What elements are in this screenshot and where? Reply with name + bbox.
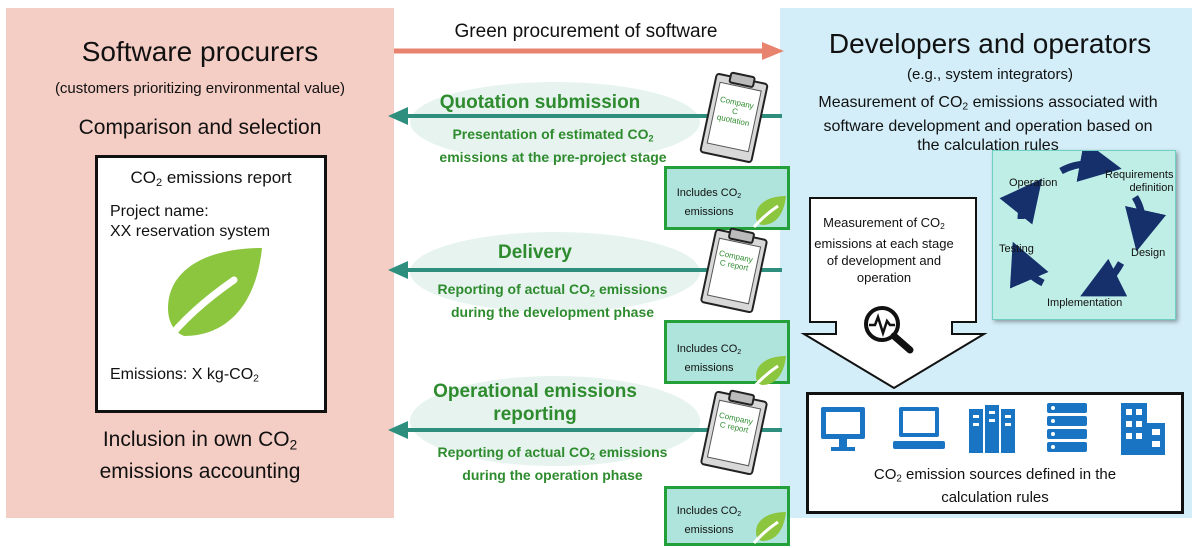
cycle-operation: Operation	[1009, 177, 1058, 189]
callout-text: Measurement of CO2 emissions at each sta…	[814, 215, 954, 286]
leaf-icon	[752, 356, 786, 388]
quotation-subtitle: Presentation of estimated CO2 emissions …	[439, 126, 667, 166]
report-title: CO2 emissions report	[130, 168, 292, 189]
building-icon	[1121, 403, 1165, 455]
quotation-title: Quotation submission	[439, 92, 641, 113]
laptop-icon	[893, 407, 945, 449]
procurers-subtitle: (customers prioritizing environmental va…	[54, 80, 346, 97]
project-value: XX reservation system	[110, 223, 271, 240]
delivery-subtitle: Reporting of actual CO2 emissions during…	[437, 281, 668, 321]
measurement-description: Measurement of CO2 emissions associated …	[818, 94, 1158, 154]
procurement-arrow	[394, 42, 784, 60]
server-racks-icon	[969, 405, 1015, 453]
procurement-label: Green procurement of software	[454, 21, 718, 42]
quotation-ellipse	[410, 82, 700, 162]
cycle-design: Design	[1131, 247, 1166, 259]
developers-subtitle: (e.g., system integrators)	[907, 66, 1073, 83]
operational-ellipse	[410, 376, 700, 466]
operational-title: Operational emissions reporting	[433, 381, 637, 425]
operational-subtitle: Reporting of actual CO2 emissions during…	[437, 444, 668, 484]
clipboard-delivery-icon: Company C report	[694, 226, 774, 316]
clipboard-operation-icon: Company C report	[694, 388, 774, 478]
leaf-icon	[160, 248, 262, 348]
delivery-title: Delivery	[498, 242, 572, 263]
report-project: Project name: XX reservation system	[110, 202, 270, 242]
project-label: Project name:	[110, 203, 209, 220]
leaf-icon	[752, 196, 786, 228]
procurers-title: Software procurers	[81, 36, 319, 67]
emissions-report-card: CO2 emissions report Project name: XX re…	[95, 155, 327, 413]
report-emissions: Emissions: X kg-CO2	[110, 366, 259, 385]
measurement-callout	[800, 197, 988, 390]
emission-sources-box: CO2 emission sources defined in the calc…	[806, 392, 1184, 514]
developers-title: Developers and operators	[828, 28, 1152, 59]
data-server-icon	[1047, 403, 1087, 452]
sources-text: CO2 emission sources defined in the calc…	[873, 466, 1117, 507]
comparison-label: Comparison and selection	[78, 116, 322, 139]
desktop-monitor-icon	[821, 407, 865, 451]
clipboard-quotation-icon: Company C quotation	[694, 70, 774, 166]
cycle-testing: Testing	[999, 243, 1034, 255]
inclusion-label: Inclusion in own CO2 emissions accountin…	[99, 428, 301, 484]
magnifier-pulse-icon	[864, 306, 914, 354]
cycle-arrows	[999, 151, 1167, 297]
leaf-icon	[752, 512, 786, 544]
cycle-implementation: Implementation	[1047, 297, 1123, 309]
